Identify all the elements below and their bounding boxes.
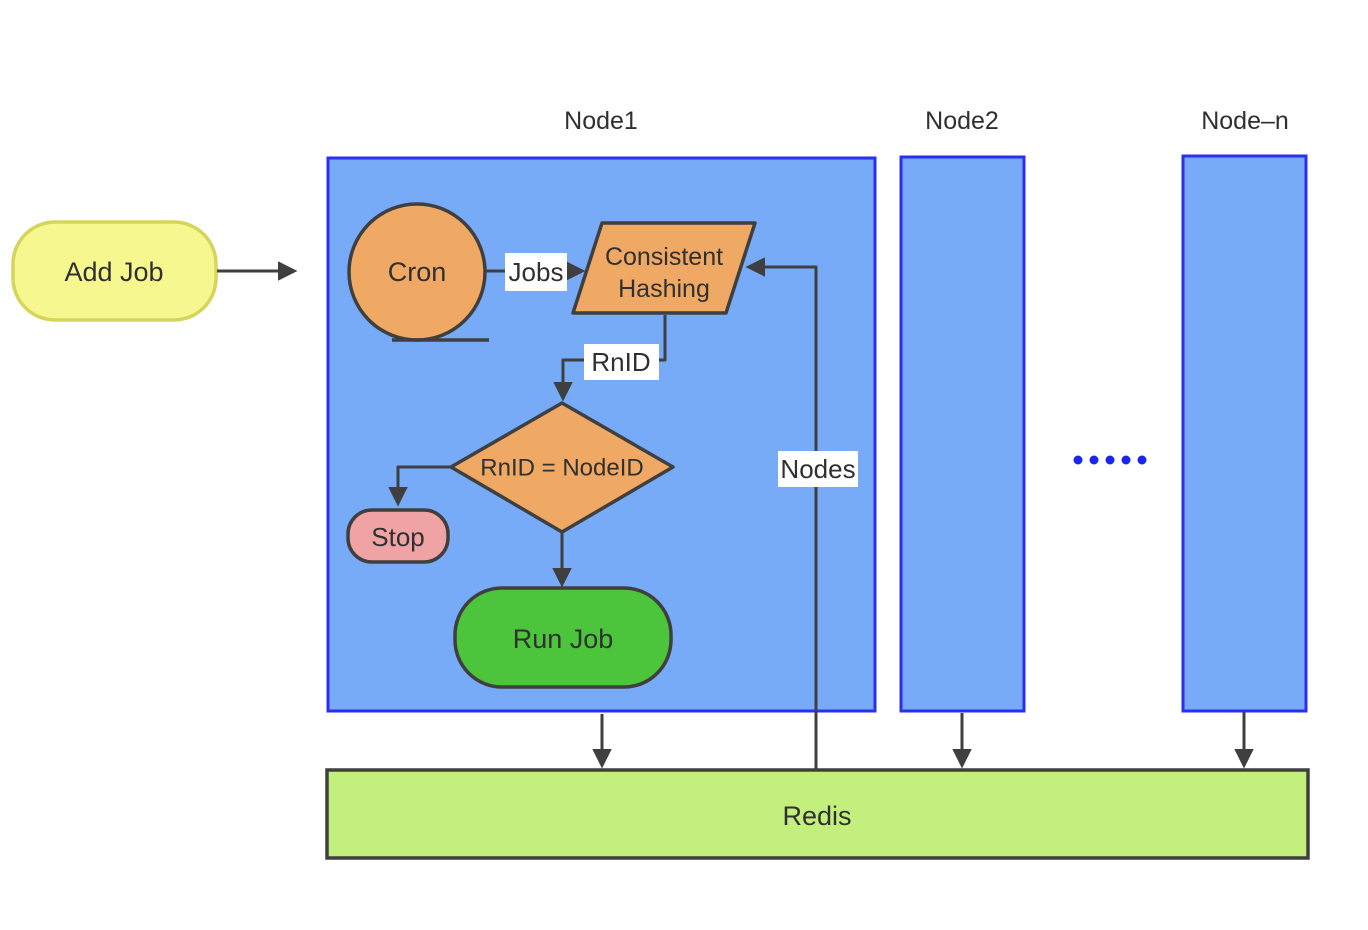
consistent-hashing-node [571, 221, 757, 315]
jobs-edge-label: Jobs [509, 257, 564, 287]
nodes-edge-label-bg [778, 451, 858, 487]
node-n-title: Node–n [1201, 107, 1289, 135]
redis-bar [325, 768, 1310, 860]
ellipsis-dots-icon [1073, 455, 1147, 465]
consistent-hashing-label-line1: Consistent [605, 243, 723, 271]
rnid-edge-label-bg [584, 344, 659, 380]
run-job-label: Run Job [513, 624, 614, 654]
connector-decision-to-stop [388, 465, 451, 507]
node-n-box [1181, 154, 1308, 713]
add-job-node [11, 220, 218, 322]
stop-node [346, 508, 450, 564]
node2-box [899, 155, 1026, 713]
jobs-edge-label-bg [505, 253, 567, 291]
decision-label: RnID = NodeID [480, 455, 643, 482]
rnid-edge-label: RnID [591, 347, 650, 377]
nodes-edge-label: Nodes [780, 454, 855, 484]
consistent-hashing-label-line2: Hashing [618, 275, 710, 303]
cron-label: Cron [388, 257, 447, 287]
run-job-node [453, 586, 673, 689]
stop-label: Stop [371, 522, 425, 552]
redis-label: Redis [782, 801, 851, 831]
nodes-feedback-line [745, 257, 818, 770]
node1-title: Node1 [564, 107, 638, 135]
node2-title: Node2 [925, 107, 999, 135]
add-job-label: Add Job [64, 257, 163, 287]
